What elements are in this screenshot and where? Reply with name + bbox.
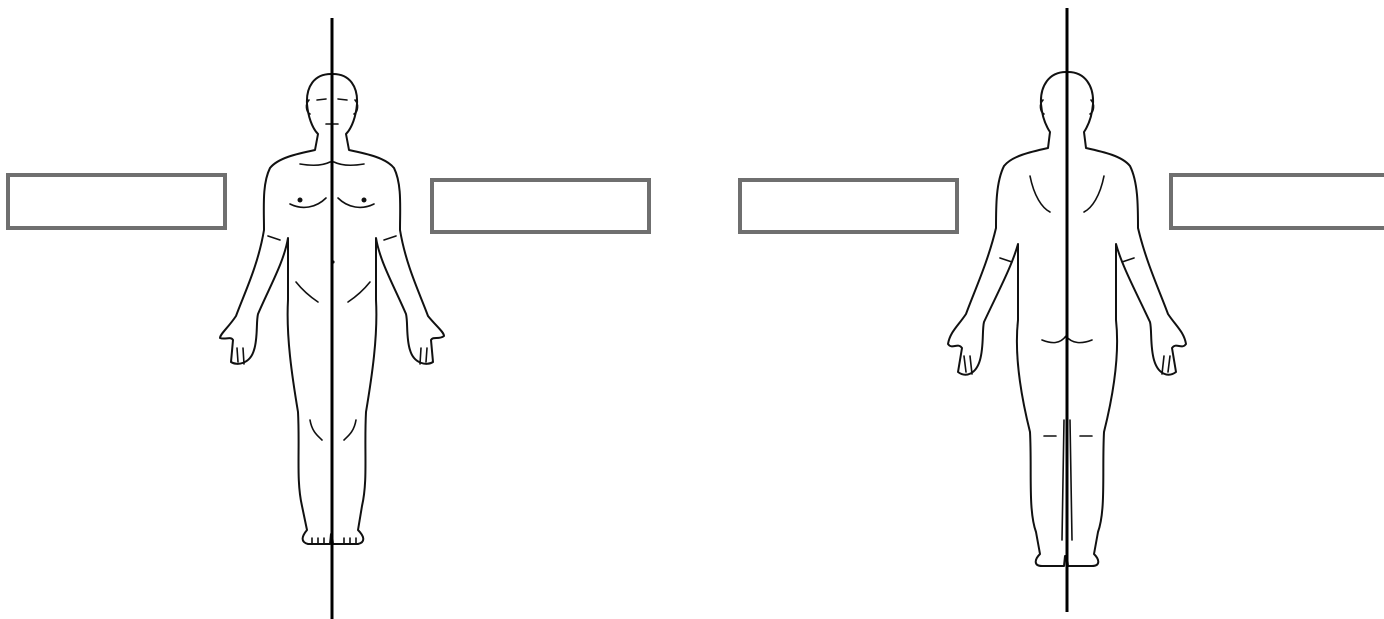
front-eyebrows [316, 98, 348, 101]
back-ear-right [1089, 99, 1095, 115]
front-pectorals [289, 197, 375, 209]
front-knees [309, 419, 357, 441]
back-elbow-creases [999, 257, 1135, 263]
front-collarbones [299, 161, 365, 167]
front-elbow-creases [267, 235, 397, 241]
label-box-front-right[interactable] [430, 178, 651, 234]
front-inguinal-lines [295, 281, 371, 303]
back-shoulder-blades [1029, 175, 1105, 213]
back-ear-left [1039, 99, 1045, 115]
front-nipple-left [297, 197, 303, 203]
front-ear-right [353, 99, 359, 115]
front-hand-fingers [236, 347, 428, 365]
label-box-front-left[interactable] [6, 173, 227, 230]
front-toes [311, 537, 357, 545]
label-box-back-left[interactable] [738, 178, 959, 234]
back-leg-gap [1061, 419, 1073, 541]
back-hand-fingers [963, 355, 1171, 375]
front-nipple-right [361, 197, 367, 203]
label-box-back-right[interactable] [1169, 173, 1384, 230]
front-ear-left [305, 99, 311, 115]
